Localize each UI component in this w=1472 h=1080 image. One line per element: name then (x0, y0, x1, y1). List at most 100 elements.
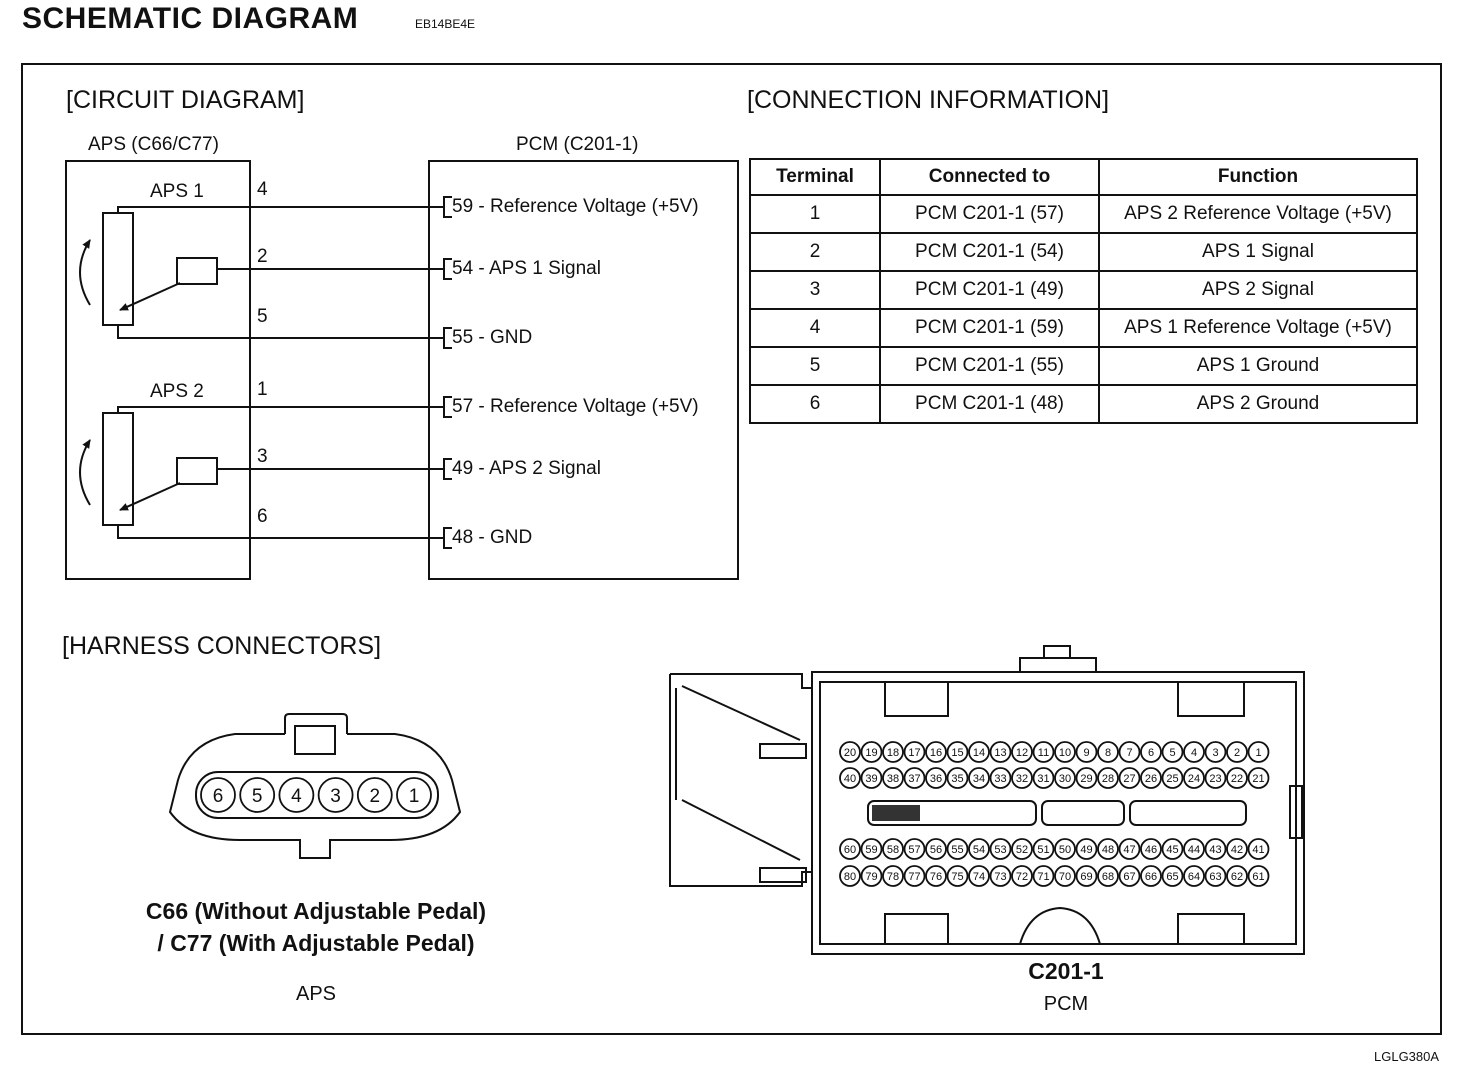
pcm-pin: 32 (1011, 767, 1033, 789)
pcm-pin: 56 (925, 838, 947, 860)
pcm-pin: 69 (1075, 865, 1098, 887)
aps-connector-face (168, 713, 462, 859)
pcm-key-slot-fill (872, 805, 920, 821)
pcm-pin: 53 (989, 838, 1012, 860)
table-row: 6 PCM C201-1 (48) APS 2 Ground (749, 384, 1418, 424)
pcm-pin: 4 (1183, 741, 1205, 763)
svg-text:68: 68 (1102, 871, 1114, 883)
aps-connector-caption-line1: C66 (Without Adjustable Pedal) (145, 898, 487, 924)
svg-text:9: 9 (1083, 747, 1089, 759)
pcm-pin: 67 (1118, 865, 1141, 887)
pcm-pin: 51 (1032, 838, 1055, 860)
table-row: 5 PCM C201-1 (55) APS 1 Ground (749, 346, 1418, 386)
svg-text:32: 32 (1016, 773, 1028, 785)
pcm-pin: 48 (1097, 838, 1119, 860)
table-row: 3 PCM C201-1 (49) APS 2 Signal (749, 270, 1418, 310)
table-header-row: Terminal Connected to Function (749, 158, 1418, 196)
pcm-pin: 71 (1032, 865, 1055, 887)
svg-text:5: 5 (252, 786, 263, 807)
pcm-pin: 35 (946, 767, 969, 789)
svg-text:31: 31 (1037, 773, 1049, 785)
svg-text:26: 26 (1145, 773, 1157, 785)
pcm-pin: 63 (1204, 865, 1227, 887)
pcm-connector-face (669, 645, 1305, 955)
svg-text:33: 33 (994, 773, 1006, 785)
svg-text:79: 79 (865, 871, 877, 883)
pcm-pin: 24 (1183, 767, 1205, 789)
svg-text:37: 37 (908, 773, 920, 785)
svg-text:2: 2 (370, 786, 381, 807)
svg-text:13: 13 (994, 747, 1006, 759)
pcm-pin: 59 (860, 838, 883, 860)
pcm-pin: 36 (925, 767, 947, 789)
svg-text:39: 39 (865, 773, 877, 785)
svg-text:19: 19 (865, 747, 877, 759)
pcm-pin: 12 (1011, 741, 1033, 763)
svg-text:50: 50 (1059, 844, 1071, 856)
svg-text:30: 30 (1059, 773, 1071, 785)
pcm-pin: 1 (1247, 741, 1270, 763)
pcm-pin: 20 (839, 741, 861, 763)
pcm-pin: 58 (882, 838, 904, 860)
pcm-pin: 28 (1097, 767, 1119, 789)
svg-text:28: 28 (1102, 773, 1114, 785)
svg-text:36: 36 (930, 773, 942, 785)
pcm-connector-caption: C201-1 (1028, 958, 1104, 984)
svg-text:34: 34 (973, 773, 985, 785)
svg-text:73: 73 (994, 871, 1006, 883)
svg-text:17: 17 (908, 747, 920, 759)
pcm-connector-name: PCM (1043, 993, 1089, 1015)
pcm-pin: 55 (946, 838, 969, 860)
svg-text:63: 63 (1209, 871, 1221, 883)
pcm-pin: 25 (1161, 767, 1184, 789)
pcm-pin: 44 (1183, 838, 1205, 860)
svg-text:4: 4 (1191, 747, 1197, 759)
aps-pin: 1 (396, 777, 432, 813)
pcm-pin: 7 (1118, 741, 1141, 763)
table-row: 1 PCM C201-1 (57) APS 2 Reference Voltag… (749, 194, 1418, 234)
svg-text:14: 14 (973, 747, 985, 759)
terminal-cell: 1 (749, 194, 881, 234)
pcm-pin: 72 (1011, 865, 1033, 887)
pcm-pin: 64 (1183, 865, 1205, 887)
diagram-frame (21, 63, 1442, 1035)
pcm-pin: 70 (1054, 865, 1076, 887)
pcm-pin: 41 (1247, 838, 1270, 860)
aps-component-box (65, 160, 251, 580)
svg-text:8: 8 (1105, 747, 1111, 759)
svg-text:55: 55 (951, 844, 963, 856)
aps-pin: 5 (239, 777, 276, 813)
pcm-pin: 13 (989, 741, 1012, 763)
svg-text:21: 21 (1252, 773, 1264, 785)
svg-text:45: 45 (1166, 844, 1178, 856)
svg-text:51: 51 (1037, 844, 1049, 856)
connected-to-cell: PCM C201-1 (54) (879, 232, 1100, 272)
pcm-pin: 74 (968, 865, 990, 887)
pcm-pin: 73 (989, 865, 1012, 887)
svg-text:22: 22 (1231, 773, 1243, 785)
aps-pin: 2 (356, 777, 393, 813)
svg-text:66: 66 (1145, 871, 1157, 883)
wire-number: 2 (257, 246, 268, 267)
pcm-pin: 42 (1226, 838, 1248, 860)
pcm-pin: 5 (1161, 741, 1184, 763)
pcm-pin-label: 54 - APS 1 Signal (452, 258, 601, 279)
svg-text:69: 69 (1080, 871, 1092, 883)
svg-text:46: 46 (1145, 844, 1157, 856)
pcm-pin: 65 (1161, 865, 1184, 887)
aps-pin: 3 (317, 777, 354, 813)
svg-text:75: 75 (951, 871, 963, 883)
svg-text:4: 4 (291, 786, 302, 807)
aps-connector-name: APS (295, 983, 337, 1005)
svg-text:58: 58 (887, 844, 899, 856)
aps2-potentiometer (79, 406, 443, 539)
svg-text:27: 27 (1123, 773, 1135, 785)
svg-text:77: 77 (908, 871, 920, 883)
pcm-pin: 79 (860, 865, 883, 887)
pcm-pin: 10 (1054, 741, 1076, 763)
pcm-pin: 16 (925, 741, 947, 763)
connected-to-cell: PCM C201-1 (48) (879, 384, 1100, 424)
page-title: SCHEMATIC DIAGRAM (22, 2, 359, 35)
svg-text:64: 64 (1188, 871, 1200, 883)
pcm-pin: 18 (882, 741, 904, 763)
